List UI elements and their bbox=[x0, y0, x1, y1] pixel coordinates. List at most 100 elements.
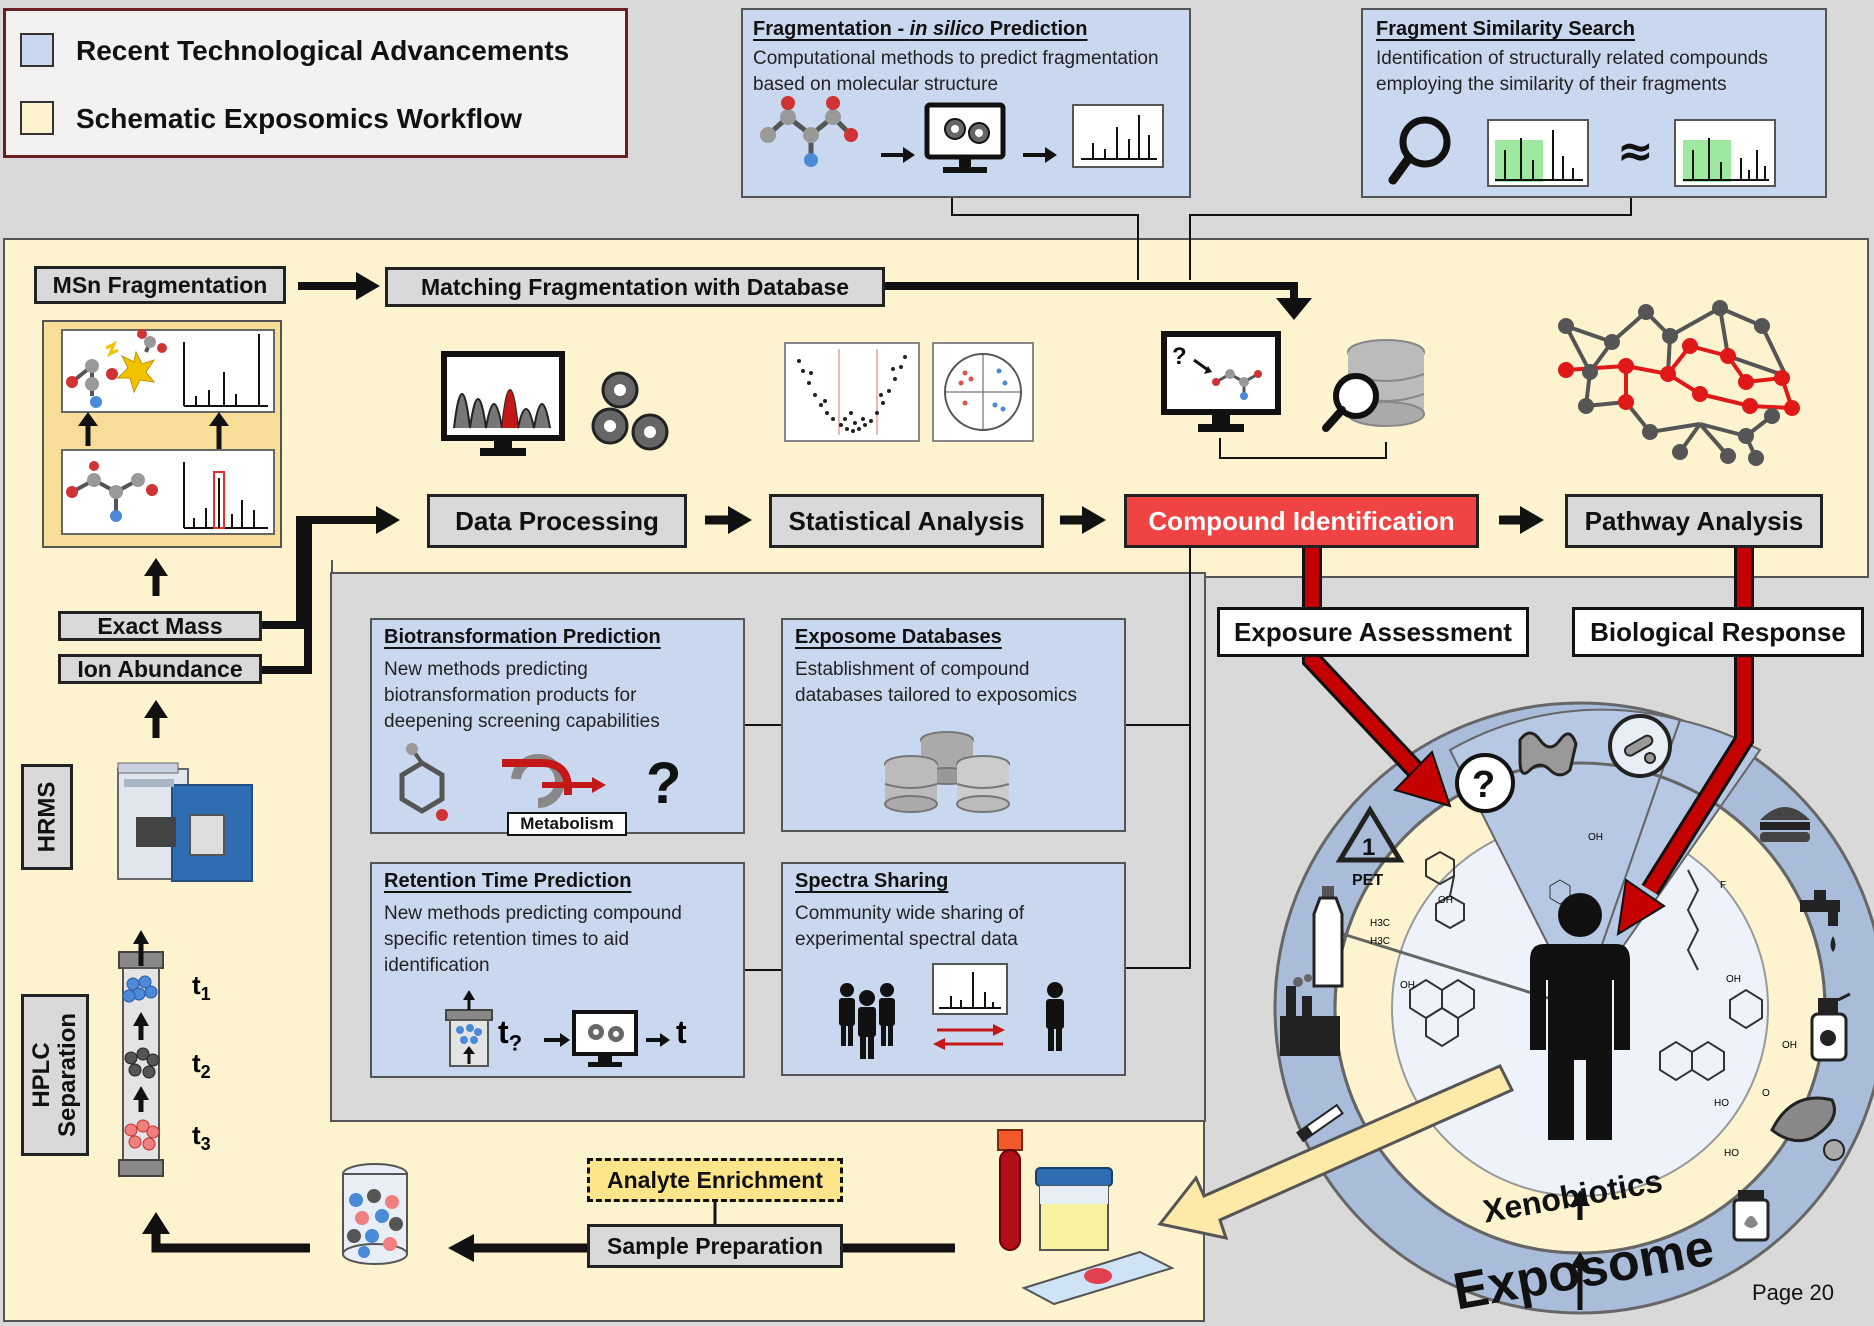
matching-fragmentation-label: Matching Fragmentation with Database bbox=[385, 267, 885, 307]
retention-text: New methods predicting compound specific… bbox=[384, 903, 682, 976]
pyrene-structure bbox=[1409, 978, 1475, 1048]
chem-label-oh-4: OH bbox=[1726, 974, 1741, 985]
fragmentation-title-italic: in silico bbox=[909, 18, 985, 40]
chem-label-ho-1: HO bbox=[1714, 1098, 1729, 1109]
t-unknown-sub: ? bbox=[508, 1030, 523, 1056]
chem-label-ho-2: HO bbox=[1724, 1148, 1739, 1159]
pathway-analysis-label: Pathway Analysis bbox=[1565, 494, 1823, 548]
chem-label-oh-2: OH bbox=[1438, 895, 1453, 906]
bacteria-icon bbox=[1608, 714, 1672, 778]
analyte-enrichment-text: Analyte Enrichment bbox=[607, 1166, 823, 1193]
supplement-jar-icon bbox=[1732, 1190, 1770, 1242]
pfas-structure bbox=[1686, 869, 1700, 971]
exposome-databases-title: Exposome Databases bbox=[795, 626, 1002, 648]
blood-tube-icon bbox=[997, 1129, 1023, 1251]
exposome-databases-box: Exposome Databases Establishment of comp… bbox=[781, 618, 1126, 832]
people-group-icon bbox=[839, 983, 895, 1059]
retention-title: Retention Time Prediction bbox=[384, 870, 632, 892]
unknown-exposure-question: ? bbox=[1472, 764, 1495, 806]
fragmentation-box-text: Computational methods to predict fragmen… bbox=[753, 48, 1159, 95]
bisphenol-structure bbox=[1425, 850, 1465, 930]
ring-molecule-icon bbox=[399, 743, 448, 821]
hplc-separation-label: HPLC Separation bbox=[21, 994, 89, 1156]
spectra-sharing-text: Community wide sharing of experimental s… bbox=[795, 903, 1025, 950]
msn-illustration-panel bbox=[42, 320, 282, 548]
analyte-enrichment-label: Analyte Enrichment bbox=[587, 1158, 843, 1202]
biological-samples-illustration bbox=[997, 1129, 1175, 1306]
retention-time-box: Retention Time Prediction New methods pr… bbox=[370, 862, 745, 1078]
intestine-icon bbox=[1518, 731, 1578, 777]
volcano-plot-icon bbox=[784, 342, 920, 442]
retention-t3: t3 bbox=[192, 1120, 211, 1155]
exposure-assessment-label: Exposure Assessment bbox=[1217, 607, 1529, 657]
biotransformation-text: New methods predicting biotransformation… bbox=[384, 659, 660, 732]
molecule-icon bbox=[760, 96, 858, 167]
chem-label-oh-3: OH bbox=[1400, 980, 1415, 991]
statistical-illustration bbox=[784, 342, 1034, 442]
tissue-slide-icon bbox=[1021, 1250, 1175, 1306]
fragmentation-prediction-box: Fragmentation - in silico Prediction Com… bbox=[741, 8, 1191, 198]
t2-text: t bbox=[192, 1048, 201, 1078]
pet-label: PET bbox=[1352, 872, 1383, 889]
t3-sub: 3 bbox=[200, 1134, 211, 1155]
computer-gears-icon bbox=[924, 102, 1006, 173]
shared-spectrum-icon bbox=[932, 963, 1008, 1015]
retention-t1: t1 bbox=[192, 970, 211, 1005]
approx-symbol: ≈ bbox=[1617, 126, 1654, 177]
biotransformation-box: Biotransformation Prediction New methods… bbox=[370, 618, 745, 836]
retention-illustration bbox=[445, 990, 670, 1067]
legend-label-workflow: Schematic Exposomics Workflow bbox=[76, 103, 523, 134]
recycle-number: 1 bbox=[1362, 834, 1375, 861]
biotransformation-title: Biotransformation Prediction bbox=[384, 626, 661, 648]
retention-t-result: t bbox=[676, 1014, 687, 1050]
exact-mass-label: Exact Mass bbox=[58, 611, 262, 641]
exchange-arrows-icon bbox=[933, 1024, 1005, 1050]
mini-column-icon bbox=[445, 990, 493, 1067]
similarity-box-title: Fragment Similarity Search bbox=[1376, 18, 1635, 40]
legend: Recent Technological Advancements Schema… bbox=[3, 8, 628, 158]
spectrum-match-icon-right bbox=[1674, 119, 1776, 187]
compound-id-illustration: ? bbox=[1161, 331, 1425, 459]
exposome-databases-text: Establishment of compound databases tail… bbox=[795, 659, 1077, 706]
metabolism-cycle-icon bbox=[502, 754, 627, 836]
page-number: Page 20 bbox=[1752, 1280, 1834, 1305]
legend-label-tech: Recent Technological Advancements bbox=[76, 35, 570, 66]
burger-icon bbox=[1760, 807, 1810, 842]
cigarette-icon bbox=[1296, 1103, 1344, 1143]
spectra-sharing-box: Spectra Sharing Community wide sharing o… bbox=[781, 862, 1126, 1076]
pca-plot-icon bbox=[932, 342, 1034, 442]
person-icon bbox=[1046, 982, 1064, 1051]
statistical-analysis-label: Statistical Analysis bbox=[769, 494, 1044, 548]
chem-label-f: F bbox=[1720, 880, 1727, 891]
spectra-sharing-title: Spectra Sharing bbox=[795, 870, 949, 892]
human-figure-icon bbox=[1530, 893, 1630, 1140]
computer-gears-icon-small bbox=[572, 1010, 638, 1067]
similarity-box-text: Identification of structurally related c… bbox=[1376, 48, 1768, 95]
urine-cup-icon bbox=[1035, 1167, 1113, 1251]
flavonoid-structure bbox=[1659, 988, 1763, 1082]
chem-label-h3c-1: H3C bbox=[1370, 918, 1391, 929]
legend-swatch-tech bbox=[20, 33, 54, 67]
faucet-icon bbox=[1800, 890, 1840, 952]
recycle-pet-icon bbox=[1335, 805, 1405, 863]
chem-label-oh-5: OH bbox=[1782, 1040, 1797, 1051]
legend-swatch-workflow bbox=[20, 101, 54, 135]
spectrum-icon bbox=[1072, 104, 1164, 168]
biotransformation-question: ? bbox=[646, 751, 682, 816]
spectra-sharing-illustration bbox=[839, 963, 1064, 1059]
phenol-structure bbox=[1549, 879, 1571, 905]
sample-preparation-label: Sample Preparation bbox=[587, 1224, 843, 1268]
hrms-label: HRMS bbox=[21, 764, 73, 870]
soybean-icon bbox=[1770, 1096, 1845, 1161]
retention-t-unknown: t? bbox=[498, 1014, 522, 1056]
gears-icon bbox=[591, 371, 669, 451]
fragment-similarity-box: Fragment Similarity Search Identificatio… bbox=[1361, 8, 1827, 198]
spectrum-match-icon-left bbox=[1487, 119, 1589, 187]
data-processing-label: Data Processing bbox=[427, 494, 687, 548]
data-processing-illustration bbox=[441, 351, 669, 456]
